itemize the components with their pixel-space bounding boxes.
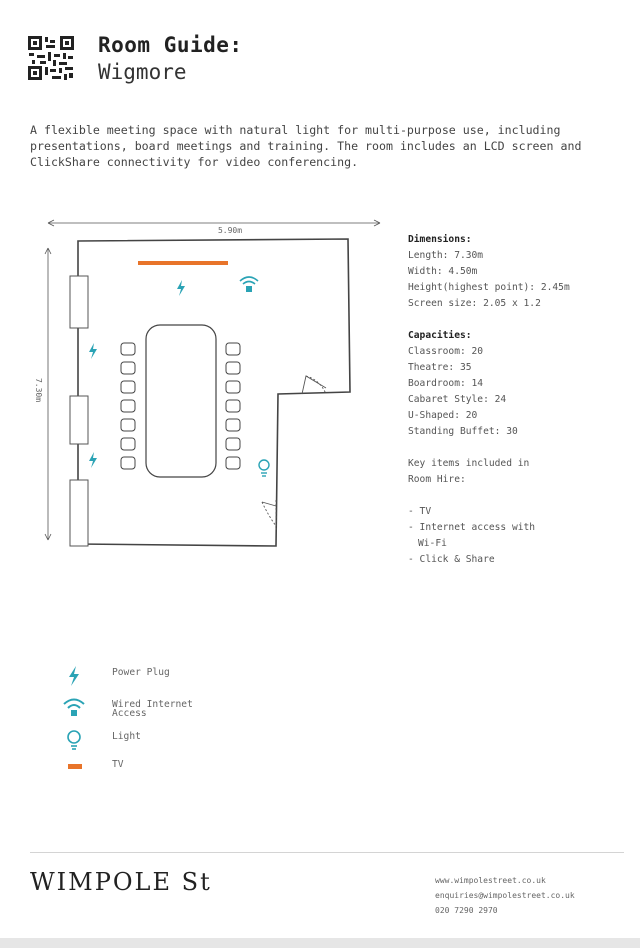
power-plug-icon	[89, 343, 97, 359]
key-items-intro: Key items included in	[408, 458, 530, 469]
light-icon	[258, 459, 270, 477]
chairs-left	[120, 342, 136, 470]
chairs-right	[225, 342, 241, 470]
legend-item: Light	[60, 728, 360, 754]
legend-label: Power Plug	[112, 667, 170, 678]
dimension-line: Screen size: 2.05 x 1.2	[408, 298, 541, 309]
tv-icon	[138, 261, 228, 265]
length-dimension	[44, 247, 52, 541]
capacity-line: Boardroom: 14	[408, 378, 484, 389]
wired-internet-icon	[63, 698, 85, 716]
wired-internet-icon	[239, 276, 259, 292]
capacity-line: U-Shaped: 20	[408, 410, 478, 421]
capacity-line: Classroom: 20	[408, 346, 484, 357]
length-label: 7.30m	[34, 378, 43, 402]
capacity-line: Theatre: 35	[408, 362, 472, 373]
dimension-line: Height(highest point): 2.45m	[408, 282, 570, 293]
page-bottom-bar	[0, 938, 640, 948]
window	[69, 275, 89, 329]
width-label: 5.90m	[218, 226, 242, 235]
email-link[interactable]: enquiries@wimpolestreet.co.uk	[435, 891, 575, 900]
contact-details: www.wimpolestreet.co.uk enquiries@wimpol…	[435, 873, 575, 918]
legend-label: Wired Internet Access	[112, 699, 193, 719]
capacity-line: Standing Buffet: 30	[408, 426, 518, 437]
legend-label: Light	[112, 731, 141, 742]
window	[69, 479, 89, 547]
room-name: Wigmore	[98, 60, 187, 84]
door	[301, 375, 327, 395]
qr-code-icon	[28, 36, 74, 80]
footer-divider	[30, 852, 624, 853]
power-plug-icon	[177, 280, 185, 296]
phone-number: 020 7290 2970	[435, 906, 498, 915]
key-items-intro: Room Hire:	[408, 474, 466, 485]
page-title: Room Guide:	[98, 33, 243, 57]
key-item: Wi-Fi	[418, 538, 447, 549]
boardroom-table	[145, 324, 217, 478]
legend-item: Power Plug	[60, 664, 360, 690]
key-item: - TV	[408, 506, 432, 517]
legend-label: TV	[112, 759, 124, 770]
light-icon	[67, 730, 81, 750]
room-info: Dimensions: Length: 7.30m Width: 4.50m H…	[408, 232, 628, 568]
capacities-heading: Capacities:	[408, 330, 472, 341]
power-plug-icon	[69, 666, 79, 686]
key-item: - Click & Share	[408, 554, 495, 565]
power-plug-icon	[89, 452, 97, 468]
door	[261, 500, 277, 530]
capacity-line: Cabaret Style: 24	[408, 394, 507, 405]
legend-item: Wired Internet Access	[60, 696, 360, 722]
width-dimension	[47, 219, 381, 227]
key-item: - Internet access with	[408, 522, 536, 533]
dimensions-heading: Dimensions:	[408, 234, 472, 245]
legend-item: TV	[60, 756, 360, 782]
room-description: A flexible meeting space with natural li…	[30, 123, 582, 169]
dimension-line: Width: 4.50m	[408, 266, 478, 277]
window	[69, 395, 89, 445]
wimpole-logo: WIMPOLE St	[30, 868, 212, 896]
dimension-line: Length: 7.30m	[408, 250, 484, 261]
website-link[interactable]: www.wimpolestreet.co.uk	[435, 876, 546, 885]
floor-plan: 5.90m 7.30m	[34, 219, 381, 547]
tv-icon	[68, 764, 82, 769]
